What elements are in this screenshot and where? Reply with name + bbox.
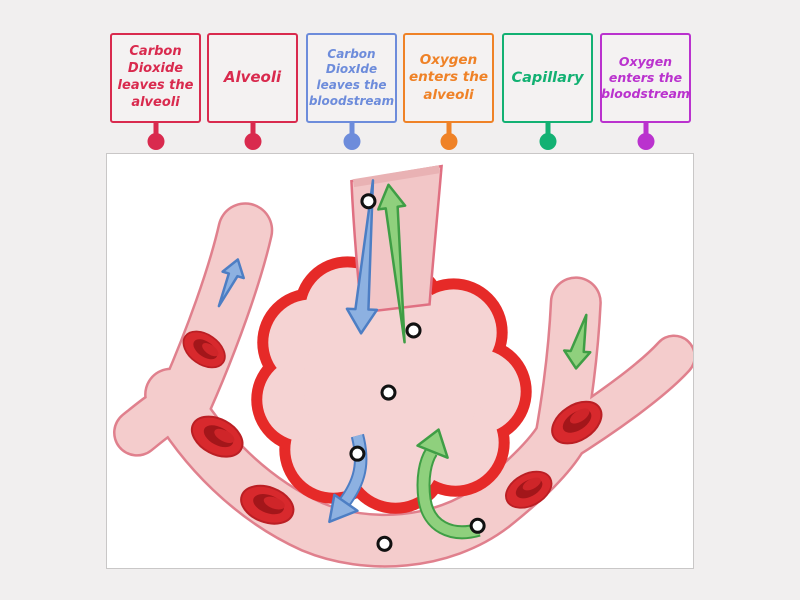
pin-icon [343,133,360,150]
answer-target-5[interactable] [376,535,393,552]
pin-stem [643,123,648,135]
label-tile-co2-leaves-alveoli[interactable]: Carbon Dioxide leaves the alveoli [110,33,201,153]
pin-icon [244,133,261,150]
pin-icon [147,133,164,150]
answer-target-4[interactable] [349,445,366,462]
arrow-down-airway [345,179,379,335]
alveoli-capillary-illustration [113,164,693,568]
arrow-up-left-vessel [217,258,245,308]
label-card[interactable]: Oxygen enters the bloodstream [600,33,691,123]
arrow-into-alveolus [416,428,481,540]
pin-icon [440,133,457,150]
red-blood-cells [182,330,603,525]
label-tile-co2-leaves-bloodstream[interactable]: Carbon DioxIde leaves the bloodstream [306,33,397,153]
gas-flow-arrows [217,179,592,370]
alveolus-body [262,267,521,503]
pin-stem [545,123,550,135]
answer-target-1[interactable] [360,193,377,210]
label-card[interactable]: Capillary [502,33,593,123]
airway-cut-edge [352,165,441,188]
label-card[interactable]: Alveoli [207,33,298,123]
arrow-into-bloodstream [328,433,368,524]
label-tile-oxygen-enters-bloodstream[interactable]: Oxygen enters the bloodstream [600,33,691,153]
label-tile-capillary[interactable]: Capillary [502,33,593,153]
pin-stem [250,123,255,135]
pin-stem [153,123,158,135]
arrow-up-airway [377,183,407,344]
label-card[interactable]: Oxygen enters the alveoli [403,33,494,123]
label-card[interactable]: Carbon DioxIde leaves the bloodstream [306,33,397,123]
label-card[interactable]: Carbon Dioxide leaves the alveoli [110,33,201,123]
answer-targets [349,193,486,552]
pin-icon [637,133,654,150]
pin-stem [349,123,354,135]
pin-stem [446,123,451,135]
diagram-canvas [106,153,694,569]
answer-target-2[interactable] [405,322,422,339]
label-tile-alveoli[interactable]: Alveoli [207,33,298,153]
pin-icon [539,133,556,150]
answer-target-6[interactable] [469,517,486,534]
label-tile-oxygen-enters-alveoli[interactable]: Oxygen enters the alveoli [403,33,494,153]
arrow-down-right-vessel [562,313,592,370]
answer-target-3[interactable] [380,384,397,401]
